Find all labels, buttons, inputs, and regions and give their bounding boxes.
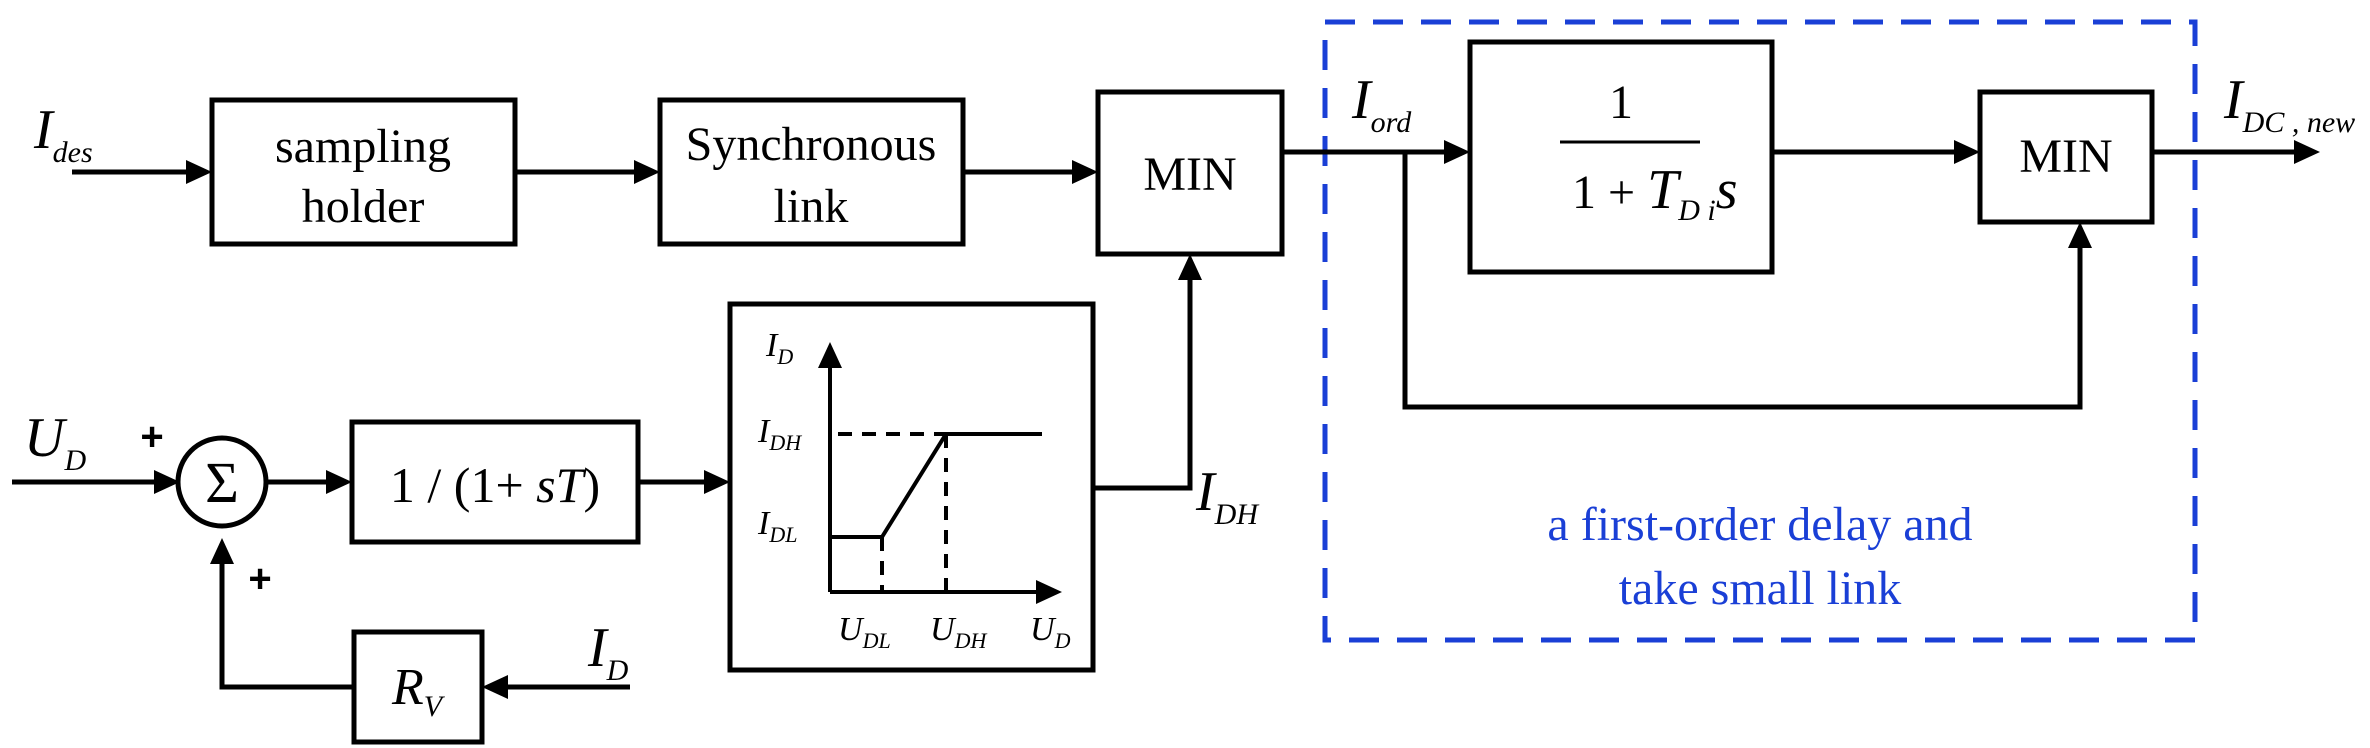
tf-denominator: 1 + TD is [1572,159,1738,227]
rv-label: RV [391,659,446,723]
y-axis-arrow-icon [818,342,842,368]
summing-junction [175,435,269,529]
signal-u-d: UD [24,407,86,477]
rv-block [351,629,485,745]
first-order-delay-region [1322,19,2198,643]
lowpass-filter-block [349,419,641,545]
bottom-row-wires [12,254,1202,699]
sigma-symbol: Σ [205,450,239,515]
top-row-wires [72,140,2320,410]
signal-i-des: Ides [33,99,93,169]
x-axis-arrow-icon [1036,580,1062,604]
graph-udh-label: UDH [930,611,987,653]
sampling-holder-label-2: holder [302,180,425,233]
transfer-function-block [1467,39,1775,275]
lowpass-filter-label: 1 / (1+ sT) [390,457,600,513]
vdcol-graph [818,342,1062,604]
graph-y-axis-label: ID [765,327,793,369]
synchronous-link-block [657,97,966,247]
region-annotation-line-2: take small link [1619,562,1902,615]
min-block-1 [1095,89,1285,257]
min-block-1-label: MIN [1143,148,1236,201]
vdcol-curve [830,432,1042,539]
graph-idh-label: IDH [757,413,802,455]
region-annotation-line-1: a first-order delay and [1547,498,1972,551]
plus-sign-top: + [140,415,163,459]
signal-i-d: ID [587,617,629,687]
synchronous-link-label-2: link [774,180,849,233]
signal-i-dc-new: IDC , new [2223,69,2355,139]
graph-x-axis-label: UD [1030,611,1071,653]
sampling-holder-label-1: sampling [275,120,451,173]
tf-numerator: 1 [1609,76,1633,129]
signal-i-ord: Iord [1351,69,1412,139]
graph-idl-label: IDL [757,505,797,547]
min-block-2-label: MIN [2019,130,2112,183]
graph-udl-label: UDL [838,611,891,653]
min-block-2 [1977,89,2155,225]
signal-i-dh: IDH [1195,461,1260,531]
plus-sign-bottom: + [248,557,271,601]
synchronous-link-label-1: Synchronous [686,118,937,171]
sampling-holder-block [209,97,518,247]
